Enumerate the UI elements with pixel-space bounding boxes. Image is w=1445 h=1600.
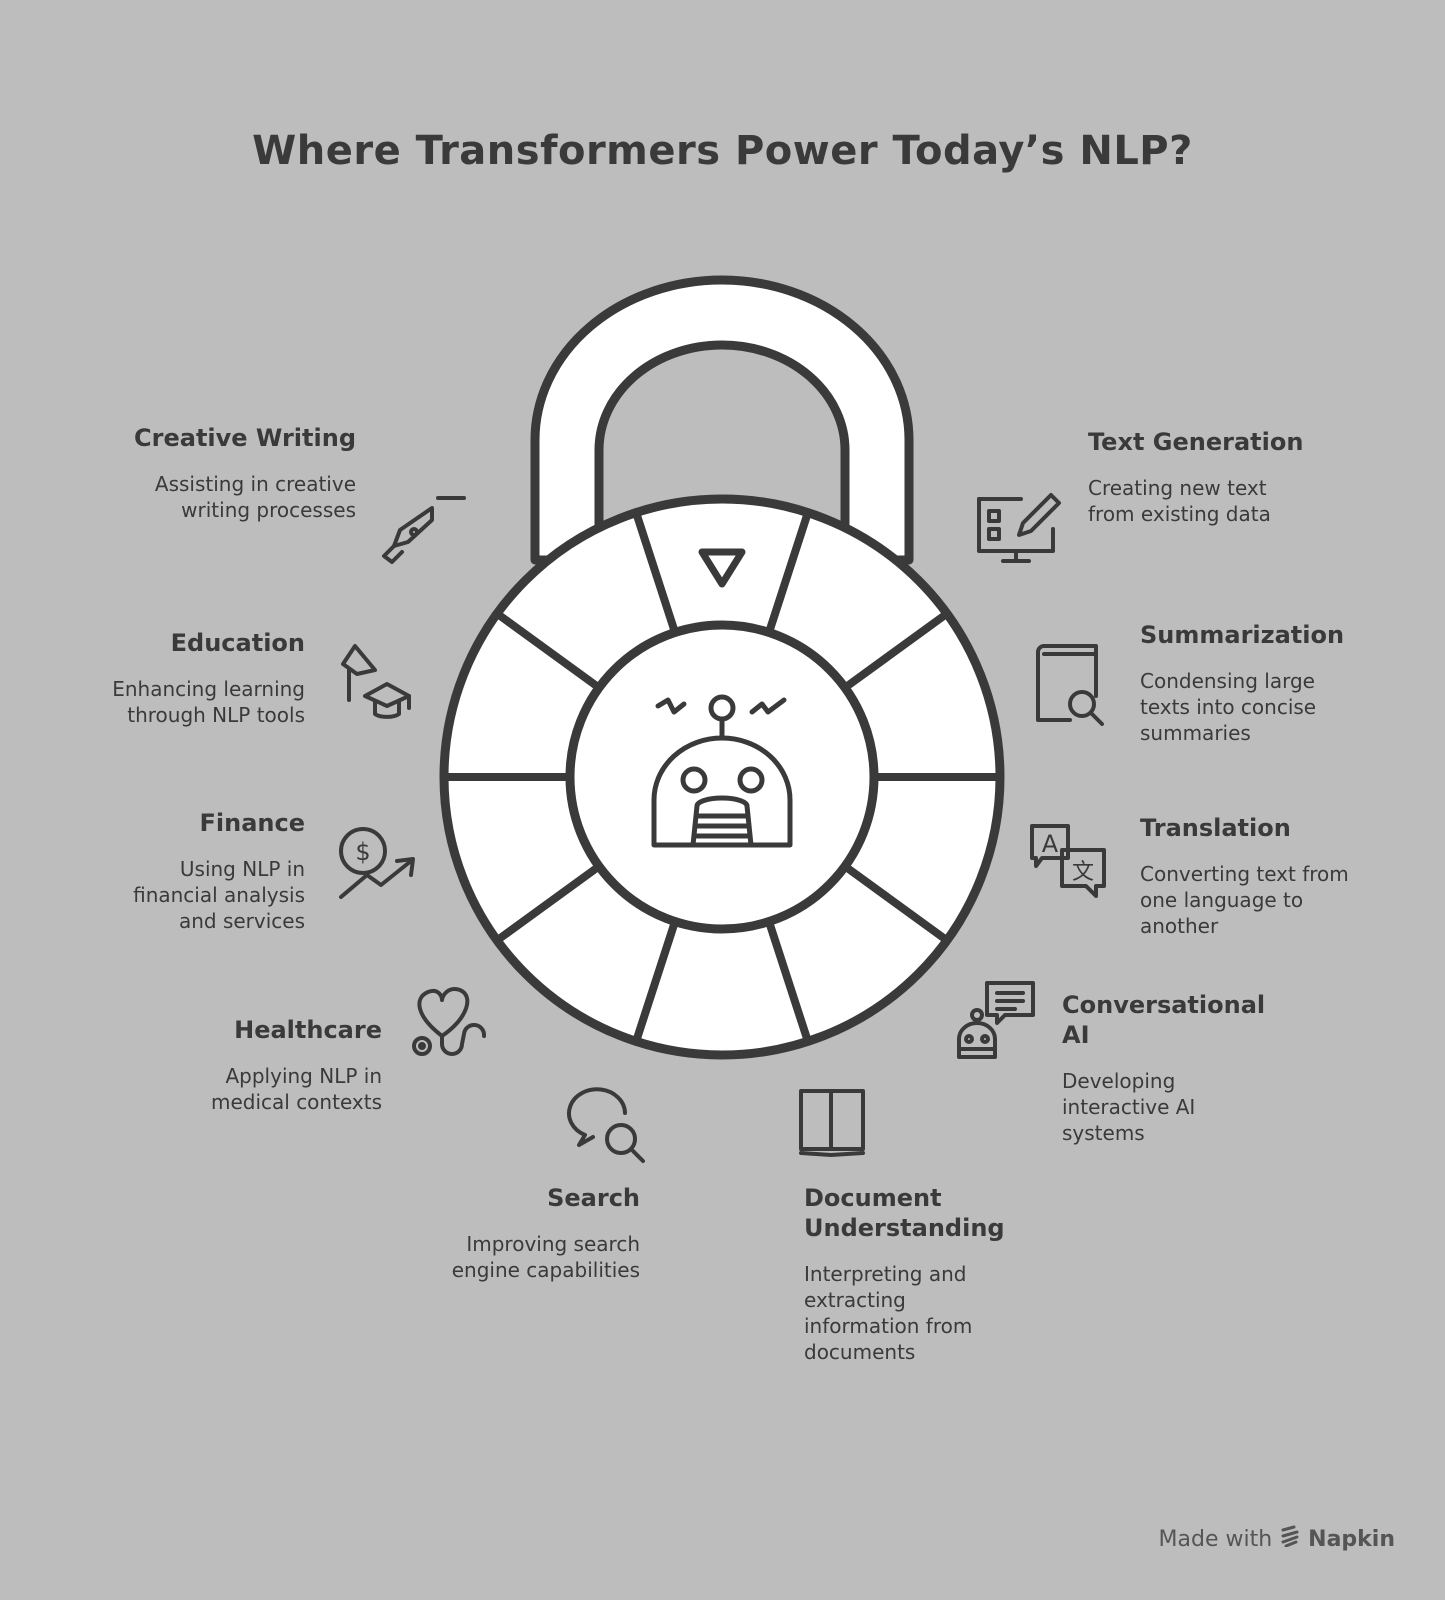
item-title: Education <box>170 629 305 657</box>
dial-spoke <box>765 917 812 1044</box>
text-generation-monitor-icon <box>975 485 1065 575</box>
item-healthcare: Healthcare Applying NLP in medical conte… <box>102 1015 382 1115</box>
dial-spoke <box>632 510 679 637</box>
item-conversational-ai: Conversational AI Developing interactive… <box>1062 990 1342 1146</box>
item-title: Finance <box>199 809 306 837</box>
napkin-brand: Napkin <box>1308 1526 1395 1552</box>
item-title: Healthcare <box>234 1016 382 1044</box>
item-title: Summarization <box>1140 621 1345 649</box>
made-with-label: Made with <box>1158 1526 1273 1552</box>
item-title: Conversational AI <box>1062 991 1266 1049</box>
chatbot-icon <box>955 975 1045 1065</box>
item-desc: Assisting in creative writing processes <box>154 472 356 522</box>
item-desc: Condensing large texts into concise summ… <box>1140 669 1317 745</box>
page-title: Where Transformers Power Today’s NLP? <box>252 128 1193 174</box>
svg-text:A: A <box>1042 830 1059 858</box>
item-text-generation: Text Generation Creating new text from e… <box>1088 427 1368 527</box>
lock-dial-inner <box>565 620 879 934</box>
dial-indicator-icon <box>698 548 746 588</box>
item-translation: Translation Converting text from one lan… <box>1140 813 1420 939</box>
item-title: Search <box>547 1184 640 1212</box>
item-creative-writing: Creative Writing Assisting in creative w… <box>76 423 356 523</box>
item-desc: Converting text from one language to ano… <box>1140 862 1349 938</box>
dial-spoke <box>765 510 812 637</box>
item-desc: Using NLP in financial analysis and serv… <box>133 857 305 933</box>
item-title: Translation <box>1140 814 1291 842</box>
item-summarization: Summarization Condensing large texts int… <box>1140 620 1420 746</box>
svg-text:$: $ <box>355 838 370 866</box>
pen-nib-icon <box>380 490 470 570</box>
translation-icon: A 文 <box>1028 820 1118 910</box>
item-desc: Interpreting and extracting information … <box>804 1262 973 1364</box>
education-icon <box>335 640 425 730</box>
item-search: Search Improving search engine capabilit… <box>360 1183 640 1283</box>
document-search-icon <box>1030 640 1120 730</box>
item-desc: Developing interactive AI systems <box>1062 1069 1196 1145</box>
dial-spoke <box>494 862 603 944</box>
item-title: Text Generation <box>1088 428 1304 456</box>
item-title: Document Understanding <box>804 1184 1005 1242</box>
item-title: Creative Writing <box>134 424 356 452</box>
dial-spoke <box>841 862 950 944</box>
finance-icon: $ <box>335 825 425 915</box>
dial-spoke <box>841 610 950 692</box>
lock-dial-spokes <box>442 510 1002 1044</box>
dial-spoke <box>632 917 679 1044</box>
lock-shackle <box>530 275 914 565</box>
item-document-understanding: Document Understanding Interpreting and … <box>804 1183 1084 1365</box>
search-chat-icon <box>565 1083 655 1173</box>
open-book-icon <box>795 1085 885 1175</box>
stethoscope-heart-icon <box>410 980 500 1070</box>
item-desc: Enhancing learning through NLP tools <box>112 677 305 727</box>
item-desc: Applying NLP in medical contexts <box>210 1064 382 1114</box>
item-desc: Improving search engine capabilities <box>451 1232 640 1282</box>
robot-icon <box>651 694 793 848</box>
item-finance: Finance Using NLP in financial analysis … <box>25 808 305 934</box>
item-desc: Creating new text from existing data <box>1088 476 1271 526</box>
item-education: Education Enhancing learning through NLP… <box>25 628 305 728</box>
napkin-logo-icon <box>1280 1525 1300 1553</box>
dial-spoke <box>494 610 603 692</box>
made-with-napkin-badge: Made with Napkin <box>1159 1525 1395 1553</box>
svg-text:文: 文 <box>1072 860 1094 885</box>
